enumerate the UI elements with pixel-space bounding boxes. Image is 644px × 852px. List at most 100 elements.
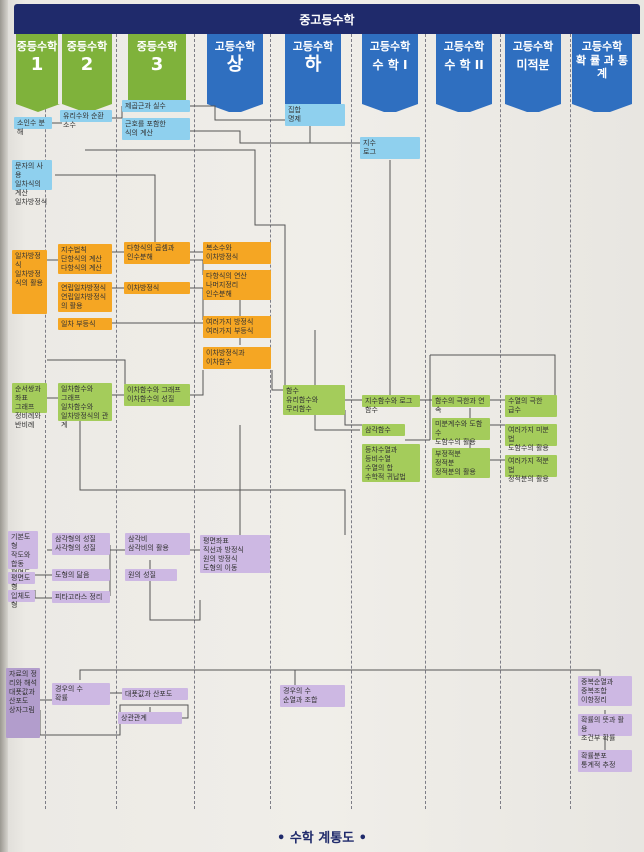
node-label: 상관관계 xyxy=(121,714,147,722)
node-label: 이항정리 xyxy=(581,696,607,704)
node-label: 도함수의 활용 xyxy=(508,444,549,452)
node-correlation[interactable]: 상관관계 xyxy=(118,712,182,724)
node-prime-factorization[interactable]: 소인수 분해 xyxy=(14,117,52,136)
connector xyxy=(39,704,189,736)
node-label: 자료의 정리와 해석 xyxy=(9,670,37,687)
connector xyxy=(149,580,201,621)
node-repeating-decimal[interactable]: 유리수와 순환소수 xyxy=(60,110,112,129)
node-label: 확률의 뜻과 활용 xyxy=(581,716,625,733)
node-label: 사각형의 성질 xyxy=(55,544,96,552)
node-label: 인수분해 xyxy=(206,290,232,298)
node-limit-continuity[interactable]: 함수의 극한과 연속 xyxy=(432,395,490,414)
node-label: 지수법칙 xyxy=(61,246,87,254)
node-label: 나머지정리 xyxy=(206,281,239,289)
node-label: 이차방정식과 xyxy=(206,349,245,357)
node-circle-properties[interactable]: 원의 성질 xyxy=(125,569,177,581)
column-divider xyxy=(351,34,352,809)
node-solid-figures[interactable]: 입체도형 xyxy=(8,590,35,609)
node-label: 이차방정식 xyxy=(127,284,160,292)
node-exponential-log-function[interactable]: 지수함수와 로그함수 xyxy=(362,395,420,414)
connector xyxy=(430,354,556,400)
column-tab-label: 고등수학 xyxy=(443,40,485,53)
node-label: 삼각비의 활용 xyxy=(128,544,169,552)
node-linear-inequality[interactable]: 일차 부등식 xyxy=(58,318,112,330)
column-tab-grade: 2 xyxy=(80,54,94,75)
node-label: 이차함수 xyxy=(206,358,232,366)
node-label: 연립일차방정식 xyxy=(61,284,107,292)
column-divider xyxy=(270,34,271,809)
node-label: 급수 xyxy=(508,406,521,414)
node-label: 정적분 xyxy=(435,459,455,467)
connector xyxy=(190,130,360,144)
node-label: 일차함수와 xyxy=(61,403,94,411)
node-label: 그래프 xyxy=(61,394,81,402)
node-label: 함수 xyxy=(286,387,299,395)
node-label: 일차방정식의 활용 xyxy=(15,270,43,287)
node-pythagoras[interactable]: 피타고라스 정리 xyxy=(52,591,110,603)
node-label: 유리수와 순환소수 xyxy=(63,112,104,129)
column-tab-grade: 수 학 I xyxy=(372,58,408,72)
node-label: 무리함수 xyxy=(286,405,312,413)
node-similarity[interactable]: 도형의 닮음 xyxy=(52,569,110,581)
node-representative-value[interactable]: 대푯값과 산포도 xyxy=(122,688,188,700)
node-quadratic-equation[interactable]: 이차방정식 xyxy=(124,282,190,294)
node-trig-function[interactable]: 삼각함수 xyxy=(362,424,405,436)
node-label: 직선과 방정식 xyxy=(203,546,244,554)
node-label: 일차 부등식 xyxy=(61,320,96,328)
node-label: 일차식의 계산 xyxy=(15,180,41,197)
node-label: 부정적분 xyxy=(435,450,461,458)
node-label: 기본도형 xyxy=(11,533,31,550)
node-label: 원의 방정식 xyxy=(203,555,238,563)
node-label: 순서쌍과 좌표 xyxy=(15,385,41,402)
node-square-root[interactable]: 제곱근과 실수 xyxy=(122,100,190,112)
connector xyxy=(190,259,204,275)
node-label: 여러가지 부등식 xyxy=(206,327,254,335)
node-label: 입체도형 xyxy=(11,592,31,609)
node-label: 수열의 합 xyxy=(365,464,393,472)
connector xyxy=(190,105,285,121)
column-tab-label: 중등수학 xyxy=(66,40,108,53)
node-plane-figures[interactable]: 평면도형 xyxy=(8,572,35,591)
node-label: 연립일차방정식 xyxy=(61,293,107,301)
